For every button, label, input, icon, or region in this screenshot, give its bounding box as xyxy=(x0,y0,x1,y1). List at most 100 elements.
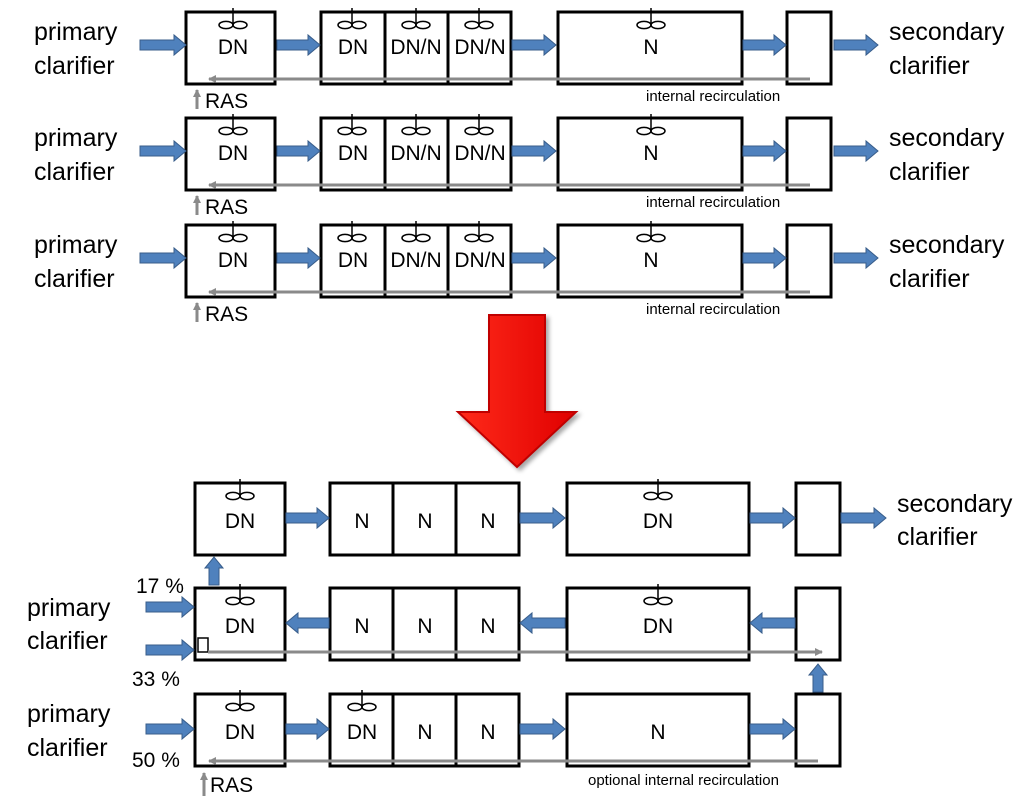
rowB-percent-17: 17 % xyxy=(136,575,184,598)
lane1-mixer-icon-2 xyxy=(337,8,367,30)
lane3-label-dn-1: DN xyxy=(218,249,248,272)
rowC-label-n-1: N xyxy=(417,721,432,744)
lane1-clarifier-label: clarifier xyxy=(34,52,115,80)
lane1-tank-dn xyxy=(184,10,277,86)
lane3-label-dnn-1: DN/N xyxy=(390,249,441,272)
rowB-percent-33: 33 % xyxy=(132,668,180,691)
rowC-flow-arrow-2-icon xyxy=(519,717,566,741)
lane3-flow-arrow-3-icon xyxy=(742,246,787,270)
lane3-tank-dn xyxy=(184,223,277,299)
rowC-mixer-icon-1 xyxy=(225,690,255,712)
lane1-label-dn-1: DN xyxy=(218,36,248,59)
rowC-recirculation-label: optional internal recirculation xyxy=(588,772,779,789)
rowB-label-n-3: N xyxy=(480,615,495,638)
lane3-ras-label: RAS xyxy=(205,303,248,326)
lane2-mixer-icon-5 xyxy=(636,114,666,136)
rowA-mixer-icon-1 xyxy=(225,479,255,501)
lane2-label-dnn-1: DN/N xyxy=(390,142,441,165)
lane2-label-n: N xyxy=(643,142,658,165)
lane2-mixer-icon-3 xyxy=(401,114,431,136)
lane3-secondary-label: secondary xyxy=(889,231,1005,259)
mixer-blade-right xyxy=(478,233,494,243)
rowC-flow-arrow-in-icon xyxy=(145,717,195,741)
rowC-ras-label: RAS xyxy=(210,774,253,797)
rowC-label-dn-1: DN xyxy=(225,721,255,744)
lane2-flow-arrow-2-icon xyxy=(511,139,557,163)
lane1-flow-arrow-1-icon xyxy=(276,33,321,57)
rowB-flow-arrow-2-icon xyxy=(519,611,566,635)
rowC-clarifier-label: clarifier xyxy=(27,734,108,762)
lane2-mixer-icon-4 xyxy=(464,114,494,136)
lane1-flow-arrow-2-icon xyxy=(511,33,557,57)
lane3-mixer-icon-4 xyxy=(464,221,494,243)
mixer-blade-right xyxy=(415,126,431,136)
lane1-flow-arrow-out-icon xyxy=(833,33,879,57)
rowA-label-dn-2: DN xyxy=(643,510,673,533)
rowA-tank-group xyxy=(328,481,521,557)
mixer-blade-right xyxy=(650,126,666,136)
lane2-flow-arrow-in-icon xyxy=(139,139,187,163)
lane1-mixer-icon-5 xyxy=(636,8,666,30)
lane3-flow-arrow-out-icon xyxy=(833,246,879,270)
rowB-primary-label: primary xyxy=(27,594,111,622)
rowB-label-n-1: N xyxy=(354,615,369,638)
rowC-tank-group xyxy=(328,692,521,768)
lane3-secondary-clarifier-label: clarifier xyxy=(889,265,970,293)
lane2-label-dn-2: DN xyxy=(338,142,368,165)
lane1-mixer-icon-1 xyxy=(218,8,248,30)
lane2-label-dn-1: DN xyxy=(218,142,248,165)
rowA-label-dn: DN xyxy=(225,510,255,533)
lane2-flow-arrow-1-icon xyxy=(276,139,321,163)
rowB-label-dn: DN xyxy=(225,615,255,638)
rowA-secondary-label: secondary xyxy=(897,490,1013,518)
rowB-tank-group xyxy=(328,586,521,662)
rowA-tank-end xyxy=(794,481,842,557)
lane2-mixer-icon-1 xyxy=(218,114,248,136)
mixer-blade-right xyxy=(415,233,431,243)
rowB-flow-arrow-in-33-icon xyxy=(145,638,195,662)
lane3-label-n: N xyxy=(643,249,658,272)
mixer-blade-right xyxy=(351,233,367,243)
lane3-mixer-icon-1 xyxy=(218,221,248,243)
mixer-blade-right xyxy=(232,20,248,30)
lane2-clarifier-label: clarifier xyxy=(34,158,115,186)
lane2-secondary-label: secondary xyxy=(889,124,1005,152)
lane1-flow-arrow-in-icon xyxy=(139,33,187,57)
lane3-label-dn-2: DN xyxy=(338,249,368,272)
lane1-label-n: N xyxy=(643,36,658,59)
rowB-label-n-2: N xyxy=(417,615,432,638)
transition-arrow-icon xyxy=(455,314,579,469)
lane1-mixer-icon-4 xyxy=(464,8,494,30)
lane3-primary-label: primary xyxy=(34,231,118,259)
rowC-percent-50: 50 % xyxy=(132,749,180,772)
lane2-ras-label: RAS xyxy=(205,196,248,219)
rowB-flow-arrow-in-17-icon xyxy=(145,595,195,619)
rowA-flow-arrow-out-icon xyxy=(840,506,887,530)
rowA-label-n-2: N xyxy=(417,510,432,533)
lane2-flow-arrow-out-icon xyxy=(833,139,879,163)
rowC-label-dn-2: DN xyxy=(347,721,377,744)
rowA-label-n-3: N xyxy=(480,510,495,533)
lane1-flow-arrow-3-icon xyxy=(742,33,787,57)
lane3-tank-end xyxy=(785,223,833,299)
lane2-secondary-clarifier-label: clarifier xyxy=(889,158,970,186)
lane2-recirculation-label: internal recirculation xyxy=(646,194,780,211)
rowA-flow-arrow-2-icon xyxy=(519,506,566,530)
lane3-clarifier-label: clarifier xyxy=(34,265,115,293)
lane1-label-dnn-2: DN/N xyxy=(454,36,505,59)
lane1-tank-end xyxy=(785,10,833,86)
mixer-blade-right xyxy=(232,126,248,136)
lane2-tank-dn xyxy=(184,116,277,192)
lane3-label-dnn-2: DN/N xyxy=(454,249,505,272)
mixer-blade-right xyxy=(239,491,255,501)
rowA-flow-arrow-3-icon xyxy=(749,506,796,530)
rowC-label-n-2: N xyxy=(480,721,495,744)
mixer-blade-right xyxy=(415,20,431,30)
lane1-mixer-icon-3 xyxy=(401,8,431,30)
rowB-label-dn-2: DN xyxy=(643,615,673,638)
rowB-tank-end xyxy=(794,586,842,662)
lane3-mixer-icon-2 xyxy=(337,221,367,243)
lane3-recirculation-label: internal recirculation xyxy=(646,301,780,318)
